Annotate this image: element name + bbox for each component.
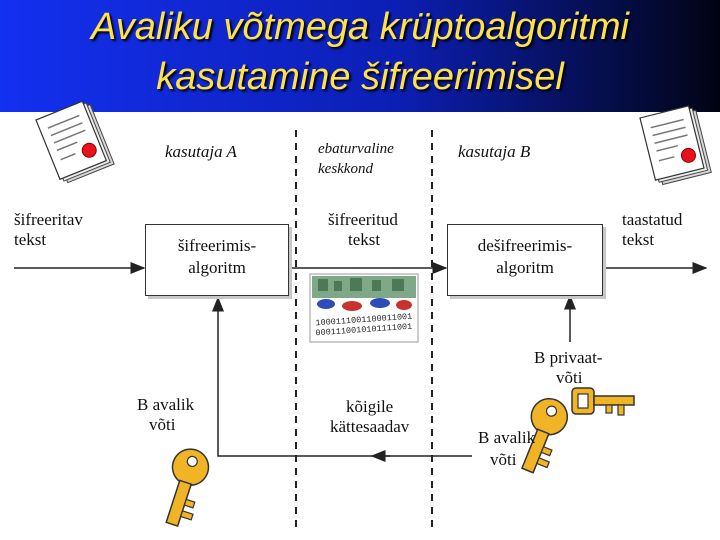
b-public-key-left-label-2: võti bbox=[149, 415, 176, 434]
encryption-algorithm-label-2: algoritm bbox=[188, 258, 246, 277]
b-private-key-label-1: B privaat- bbox=[534, 348, 603, 367]
binary-image-icon: 1000111001100011001 0001110010101111001 bbox=[309, 273, 419, 343]
b-public-key-left-label-1: B avalik bbox=[137, 395, 195, 414]
key-icon bbox=[520, 397, 569, 474]
document-icon bbox=[639, 105, 712, 186]
plaintext-label-1: šifreeritav bbox=[14, 210, 83, 229]
b-public-key-right-label-1: B avalik bbox=[478, 428, 536, 447]
decryption-algorithm-label-2: algoritm bbox=[496, 258, 554, 277]
b-public-key-right-label-2: võti bbox=[490, 450, 517, 469]
decryption-algorithm-label-1: dešifreerimis- bbox=[477, 236, 573, 255]
recovered-label-2: tekst bbox=[622, 230, 655, 249]
insecure-env-label-1: ebaturvaline bbox=[318, 141, 394, 157]
recovered-label-1: taastatud bbox=[622, 210, 683, 229]
key-icon bbox=[571, 387, 635, 416]
insecure-env-label-2: keskkond bbox=[318, 161, 373, 177]
decryption-algorithm-box: dešifreerimis- algoritm bbox=[447, 224, 603, 296]
key-icon bbox=[165, 448, 210, 527]
user-a-label: kasutaja A bbox=[165, 142, 237, 161]
title-line-1: Avaliku võtmega krüptoalgoritmi bbox=[91, 6, 629, 48]
plaintext-label-2: tekst bbox=[14, 230, 47, 249]
encryption-algorithm-label-1: šifreerimis- bbox=[177, 236, 257, 255]
document-icon bbox=[35, 100, 115, 184]
encryption-algorithm-box: šifreerimis- algoritm bbox=[145, 224, 289, 296]
title-line-2: kasutamine šifreerimisel bbox=[156, 56, 564, 98]
title-bar: Avaliku võtmega krüptoalgoritmi kasutami… bbox=[0, 0, 720, 112]
public-access-label-1: kõigile bbox=[346, 397, 394, 416]
ciphertext-label-2: tekst bbox=[348, 230, 381, 249]
ciphertext-label-1: šifreeritud bbox=[328, 210, 398, 229]
user-b-label: kasutaja B bbox=[458, 142, 531, 161]
public-access-label-2: kättesaadav bbox=[330, 417, 410, 436]
b-private-key-label-2: võti bbox=[556, 368, 583, 387]
